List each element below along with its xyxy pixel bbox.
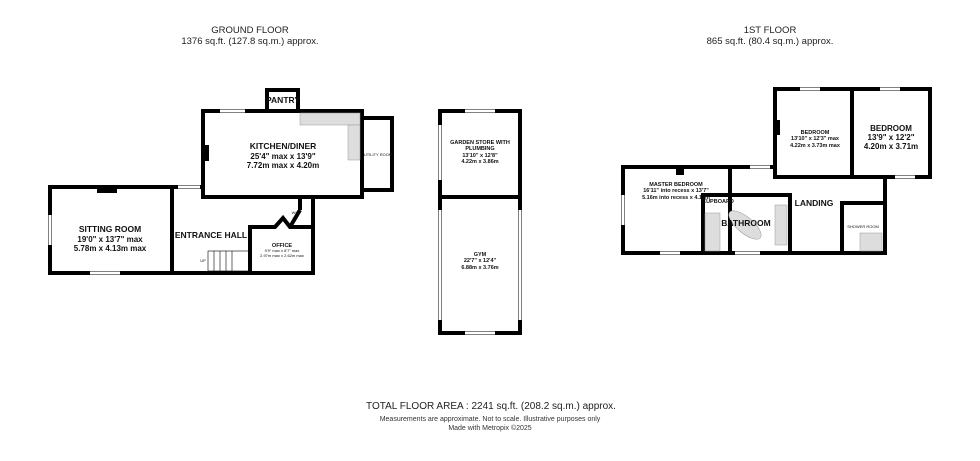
bath-icon (728, 210, 762, 240)
landing-label: LANDING (794, 198, 834, 208)
pantry-walls (265, 88, 300, 113)
sitting-room-label: SITTING ROOM 19'0" x 13'7" max 5.78m x 4… (73, 224, 147, 253)
first-floor-area: 865 sq.ft. (80.4 sq.m.) approx. (706, 36, 834, 47)
ground-floor-area: 1376 sq.ft. (127.8 sq.m.) approx. (181, 36, 319, 47)
first-floor-title: 1ST FLOOR (743, 25, 797, 36)
office-label: OFFICE 9'9" max x 8'7" max 2.97m max x 2… (260, 243, 304, 258)
fireplace-icon (203, 145, 209, 161)
utility-label: UTILITY ROOM (363, 152, 393, 157)
cupboard-label: CUPBOARD (702, 199, 734, 205)
garden-store-label: GARDEN STORE WITH PLUMBING 13'10" x 12'8… (450, 140, 510, 165)
entrance-hall-label: ENTRANCE HALL (174, 230, 248, 240)
kitchen-counter (299, 112, 361, 126)
shower-icon (704, 212, 721, 252)
wc-walls (288, 197, 302, 229)
shower-room-walls (840, 201, 887, 255)
master-bedroom-label: MASTER BEDROOM 16'11" into recess x 13'7… (642, 182, 710, 201)
bedroom-2-label: BEDROOM 13'9" x 12'2" 4.20m x 3.71m (863, 124, 919, 152)
fireplace-icon (97, 187, 117, 193)
stairs-icon (207, 250, 251, 272)
gym-label: GYM 22'7" x 12'4" 6.88m x 3.76m (461, 252, 499, 271)
disclaimer: Measurements are approximate. Not to sca… (379, 416, 601, 423)
vanity-unit (774, 204, 788, 246)
pantry-label: PANTRY (266, 95, 300, 105)
credit: Made with Metropix ©2025 (448, 425, 532, 432)
ground-floor-title: GROUND FLOOR (211, 25, 289, 36)
fireplace-icon (775, 120, 780, 135)
shower-room-label: SHOWER ROOM (847, 224, 879, 229)
bathroom-label: BATHROOM (721, 218, 771, 228)
bedroom-1-label: BEDROOM 13'10" x 12'3" max 4.22m x 3.73m… (790, 130, 840, 149)
fireplace-icon (676, 167, 684, 175)
kitchen-label: KITCHEN/DINER 25'4" max x 13'9" 7.72m ma… (246, 141, 320, 170)
shower-tray (859, 232, 883, 252)
office-walls (248, 214, 313, 273)
utility-walls (360, 116, 394, 192)
total-floor-area: TOTAL FLOOR AREA : 2241 sq.ft. (208.2 sq… (366, 401, 616, 412)
stairs-label: UP (200, 258, 206, 263)
kitchen-counter (347, 124, 361, 161)
wc-label: WC (291, 210, 299, 215)
